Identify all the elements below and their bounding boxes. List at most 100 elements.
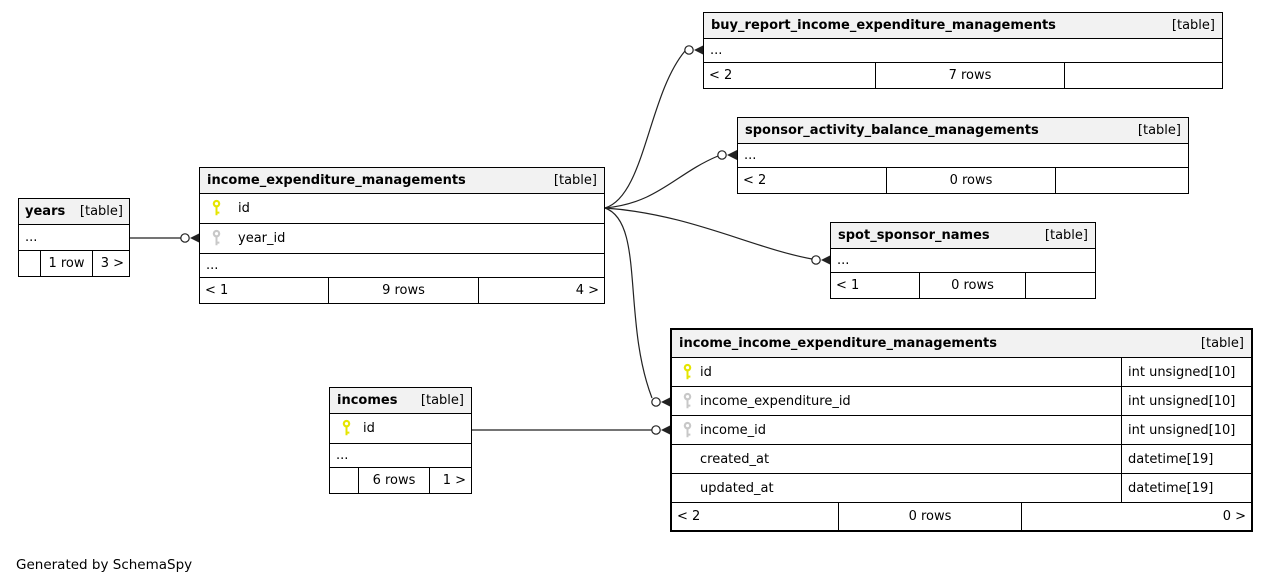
column-row: id xyxy=(330,414,471,444)
fk-connector-iiem-income-id xyxy=(651,425,671,435)
table-header: years [table] xyxy=(19,199,129,225)
fk-connector-iiem-income-expenditure-id xyxy=(651,397,671,407)
table-tag: [table] xyxy=(1200,336,1244,351)
primary-key-icon xyxy=(212,199,221,218)
table-name[interactable]: income_expenditure_managements xyxy=(207,173,466,188)
collapsed-columns-row: ... xyxy=(831,249,1095,273)
table-tag: [table] xyxy=(1137,123,1181,138)
table-footer: < 1 0 rows xyxy=(831,273,1095,298)
table-years[interactable]: years [table] ... 1 row 3 > xyxy=(18,198,130,277)
edge-iem-to-buy-report xyxy=(604,50,686,209)
table-name[interactable]: incomes xyxy=(337,393,398,408)
column-row: updated_at datetime[19] xyxy=(672,474,1251,503)
table-tag: [table] xyxy=(420,393,464,408)
footer-parent-count xyxy=(19,251,40,276)
column-name: income_id xyxy=(700,422,766,438)
table-header: income_expenditure_managements [table] xyxy=(200,168,604,194)
primary-key-icon xyxy=(683,363,692,382)
footer-row-count: 0 rows xyxy=(838,503,1021,530)
table-footer: < 1 9 rows 4 > xyxy=(200,278,604,303)
table-footer: 6 rows 1 > xyxy=(330,468,471,493)
collapsed-columns-row: ... xyxy=(738,144,1188,168)
column-type: datetime[19] xyxy=(1121,445,1251,473)
footer-parent-count: < 2 xyxy=(677,509,701,524)
table-sponsor-activity-balance-managements[interactable]: sponsor_activity_balance_managements [ta… xyxy=(737,117,1189,194)
foreign-key-icon xyxy=(212,229,221,248)
column-name: income_expenditure_id xyxy=(700,393,851,409)
column-type: int unsigned[10] xyxy=(1121,416,1251,444)
edge-iem-to-sponsor xyxy=(604,155,719,209)
table-name[interactable]: buy_report_income_expenditure_management… xyxy=(711,18,1056,33)
fk-connector-spot xyxy=(811,255,831,265)
footer-parent-count: < 1 xyxy=(205,283,229,298)
footer-row-count: 1 row xyxy=(40,251,92,276)
table-footer: < 2 7 rows xyxy=(704,63,1222,88)
table-name[interactable]: sponsor_activity_balance_managements xyxy=(745,123,1039,138)
table-header: spot_sponsor_names [table] xyxy=(831,223,1095,249)
column-row: year_id xyxy=(200,224,604,254)
footer-parent-count: < 2 xyxy=(743,173,767,188)
generated-by-caption: Generated by SchemaSpy xyxy=(16,557,193,573)
column-row: income_id int unsigned[10] xyxy=(672,416,1251,445)
table-incomes[interactable]: incomes [table] id ... 6 rows 1 > xyxy=(329,387,472,494)
footer-child-count xyxy=(1064,63,1222,88)
table-tag: [table] xyxy=(1171,18,1215,33)
footer-row-count: 6 rows xyxy=(358,468,429,493)
footer-child-count: 4 > xyxy=(478,278,604,303)
footer-child-count: 3 > xyxy=(92,251,129,276)
footer-row-count: 7 rows xyxy=(875,63,1064,88)
foreign-key-icon xyxy=(683,392,692,411)
column-name: id xyxy=(238,201,250,216)
footer-row-count: 9 rows xyxy=(328,278,478,303)
edge-iem-to-spot xyxy=(604,207,813,260)
column-type: int unsigned[10] xyxy=(1121,387,1251,415)
table-name[interactable]: income_income_expenditure_managements xyxy=(679,336,997,351)
footer-child-count: 1 > xyxy=(429,468,471,493)
footer-row-count: 0 rows xyxy=(886,168,1055,193)
edge-iem-to-iiem xyxy=(604,207,653,399)
footer-row-count: 0 rows xyxy=(919,273,1025,298)
column-row: created_at datetime[19] xyxy=(672,445,1251,474)
column-name: id xyxy=(363,421,375,436)
table-header: buy_report_income_expenditure_management… xyxy=(704,13,1222,39)
footer-parent-count: < 1 xyxy=(836,278,860,293)
column-type: datetime[19] xyxy=(1121,474,1251,502)
fk-connector-iem-year-id xyxy=(180,233,200,243)
table-header: sponsor_activity_balance_managements [ta… xyxy=(738,118,1188,144)
table-spot-sponsor-names[interactable]: spot_sponsor_names [table] ... < 1 0 row… xyxy=(830,222,1096,299)
table-income-expenditure-managements[interactable]: income_expenditure_managements [table] i… xyxy=(199,167,605,304)
column-name: created_at xyxy=(700,451,770,467)
column-name: year_id xyxy=(238,231,286,246)
footer-parent-count xyxy=(330,468,358,493)
column-type: int unsigned[10] xyxy=(1121,358,1251,386)
fk-connector-buy-report xyxy=(684,45,704,55)
footer-child-count: 0 > xyxy=(1021,503,1251,530)
primary-key-icon xyxy=(342,419,351,438)
collapsed-columns-row: ... xyxy=(704,39,1222,63)
collapsed-columns-row: ... xyxy=(200,254,604,278)
table-tag: [table] xyxy=(553,173,597,188)
footer-child-count xyxy=(1025,273,1095,298)
table-tag: [table] xyxy=(79,204,123,219)
column-row: income_expenditure_id int unsigned[10] xyxy=(672,387,1251,416)
column-row: id xyxy=(200,194,604,224)
column-name: id xyxy=(700,364,712,380)
fk-connector-sponsor xyxy=(717,150,737,160)
table-name[interactable]: years xyxy=(25,204,66,219)
column-row: id int unsigned[10] xyxy=(672,358,1251,387)
table-tag: [table] xyxy=(1044,228,1088,243)
table-footer: < 2 0 rows xyxy=(738,168,1188,193)
collapsed-columns-row: ... xyxy=(19,225,129,251)
table-header: incomes [table] xyxy=(330,388,471,414)
table-income-income-expenditure-managements[interactable]: income_income_expenditure_managements [t… xyxy=(670,328,1253,532)
foreign-key-icon xyxy=(683,421,692,440)
collapsed-columns-row: ... xyxy=(330,444,471,468)
column-name: updated_at xyxy=(700,480,774,496)
table-header: income_income_expenditure_managements [t… xyxy=(672,330,1251,358)
table-footer: < 2 0 rows 0 > xyxy=(672,503,1251,530)
table-footer: 1 row 3 > xyxy=(19,251,129,276)
footer-parent-count: < 2 xyxy=(709,68,733,83)
table-name[interactable]: spot_sponsor_names xyxy=(838,228,990,243)
table-buy-report-income-expenditure-managements[interactable]: buy_report_income_expenditure_management… xyxy=(703,12,1223,89)
